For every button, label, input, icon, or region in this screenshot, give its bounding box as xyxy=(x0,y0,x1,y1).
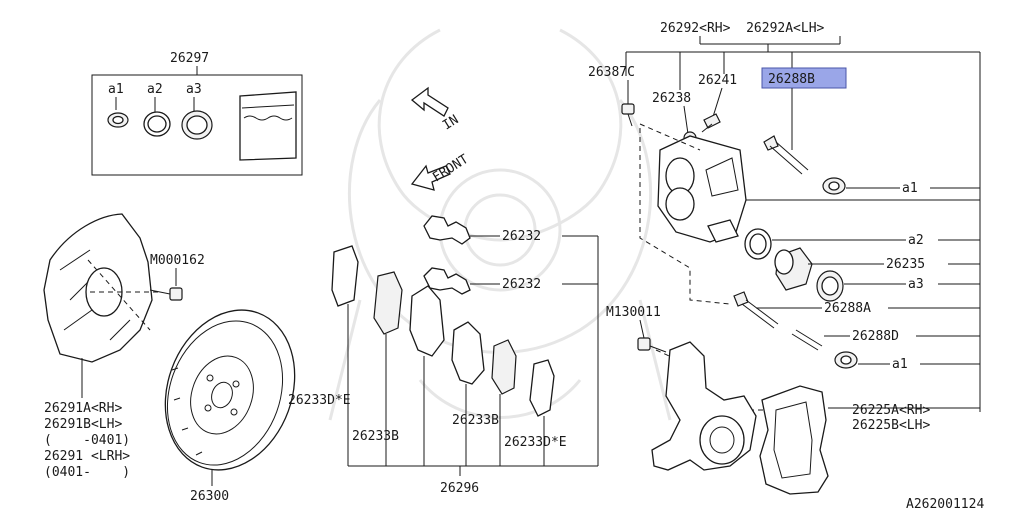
seal-a2-label: a2 xyxy=(908,233,924,248)
boot-a3 xyxy=(816,270,844,302)
shim-outer-left xyxy=(331,245,359,307)
cover-26291-label: 26291 <LRH> xyxy=(44,449,130,464)
cover-26291b-label: 26291B<LH> xyxy=(44,417,122,432)
seal-a2 xyxy=(744,228,772,260)
shim-26233b-left xyxy=(373,271,403,335)
cover-26291a-label: 26291A<RH> xyxy=(44,401,122,416)
bolt-m000162 xyxy=(149,287,183,301)
bolt-26387c xyxy=(621,103,635,127)
support-26225a-label: 26225A<RH> xyxy=(852,403,930,418)
boot-a1-top xyxy=(822,177,846,195)
dust-cover xyxy=(43,213,160,398)
guide-pin-26288a xyxy=(733,291,779,329)
pad-clip-mid xyxy=(423,267,471,295)
kit-grease-pack xyxy=(239,91,297,161)
seal-a3-label: a3 xyxy=(908,277,924,292)
bolt-m000162-label: M000162 xyxy=(150,253,205,268)
pad-set-26296-label: 26296 xyxy=(440,481,479,496)
kit-a3-label: a3 xyxy=(186,82,202,97)
rotor-26300-label: 26300 xyxy=(190,489,229,504)
brake-rotor xyxy=(164,309,296,471)
boot-a1-bottom xyxy=(834,351,858,369)
seal-a1-top-label: a1 xyxy=(902,181,918,196)
kit-label: 26297 xyxy=(170,51,209,66)
diagram-code: A262001124 xyxy=(906,497,984,512)
kit-boot-a1 xyxy=(107,112,129,128)
cover-range-2-label: (0401- ) xyxy=(44,465,130,480)
caliper-support-bracket xyxy=(759,385,829,495)
shim-26233b-right-label: 26233B xyxy=(452,413,499,428)
guide-pin-26288d xyxy=(791,329,823,351)
guide-pin-26288b xyxy=(763,135,809,175)
pad-clip-top xyxy=(423,215,471,245)
direction-in-label: IN xyxy=(440,112,461,133)
bolt-m130011-label: M130011 xyxy=(606,305,661,320)
pad-clip-mid-label: 26232 xyxy=(502,277,541,292)
kit-a1-label: a1 xyxy=(108,82,124,97)
support-26225b-label: 26225B<LH> xyxy=(852,418,930,433)
direction-in-arrow: IN xyxy=(410,86,461,133)
highlight-26288b-label: 26288B xyxy=(768,72,815,87)
pad-inner xyxy=(451,321,485,385)
cover-range-1-label: ( -0401) xyxy=(44,433,130,448)
pad-outer xyxy=(409,285,445,357)
shim-26233b-left-label: 26233B xyxy=(352,429,399,444)
bleeder-cap-26238-label: 26238 xyxy=(652,91,691,106)
shim-outer-right xyxy=(529,359,555,417)
caliper-body xyxy=(657,135,747,243)
shim-26233b-right xyxy=(491,339,517,395)
bleeder-26241-label: 26241 xyxy=(698,73,737,88)
shim-26233de-left-label: 26233D*E xyxy=(288,393,351,408)
bolt-m130011 xyxy=(637,337,667,353)
piston-26235-label: 26235 xyxy=(886,257,925,272)
shim-26233de-right-label: 26233D*E xyxy=(504,435,567,450)
kit-boot-a3 xyxy=(181,110,213,140)
piston-26235 xyxy=(774,247,813,291)
kit-26297: 26297 a1 a2 a3 xyxy=(91,51,303,176)
caliper-rh-lh-label: 26292<RH> 26292A<LH> xyxy=(660,21,825,36)
pin-26288a-label: 26288A xyxy=(824,301,871,316)
bleeder-screw xyxy=(701,113,721,133)
seal-a1-bottom-label: a1 xyxy=(892,357,908,372)
pin-26288d-label: 26288D xyxy=(852,329,899,344)
bolt-26387c-label: 26387C xyxy=(588,65,635,80)
highlight-26288b[interactable]: 26288B xyxy=(761,67,847,89)
pad-clip-top-label: 26232 xyxy=(502,229,541,244)
kit-seal-a2 xyxy=(143,111,171,137)
kit-a2-label: a2 xyxy=(147,82,163,97)
steering-knuckle xyxy=(651,341,757,471)
